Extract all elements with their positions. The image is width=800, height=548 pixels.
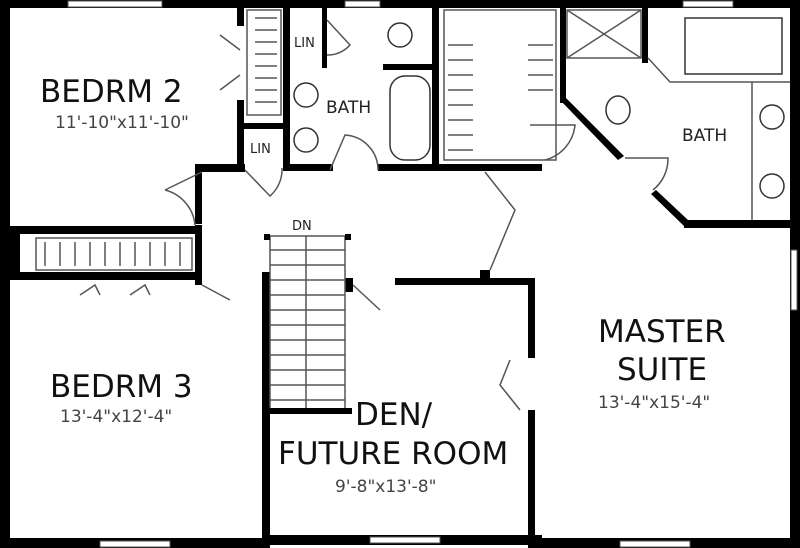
window — [99, 540, 171, 548]
sink — [293, 82, 319, 108]
den-label-line2: FUTURE ROOM — [278, 436, 508, 472]
sink — [759, 173, 785, 199]
shower — [566, 9, 642, 59]
doors — [79, 19, 669, 411]
bedroom3-dims: 13'-4"x12'-4" — [60, 407, 172, 427]
den-dims: 9'-8"x13'-8" — [335, 477, 436, 497]
sink — [759, 104, 785, 130]
master-label-line1: MASTER — [598, 314, 726, 350]
window — [790, 249, 798, 311]
bedroom2-dims: 11'-10"x11'-10" — [55, 113, 189, 133]
bath-fixtures — [293, 9, 790, 220]
den-label-line1: DEN/ — [355, 397, 433, 433]
bedroom2-label: BEDRM 2 — [40, 74, 183, 110]
master-label-line2: SUITE — [617, 352, 707, 388]
window — [344, 0, 381, 8]
staircase — [262, 234, 352, 414]
window — [67, 0, 163, 8]
bedroom3-label: BEDRM 3 — [50, 369, 193, 405]
master-bath-label: BATH — [682, 126, 727, 146]
closet-shelving — [35, 9, 557, 271]
bathtub — [684, 17, 783, 75]
bathtub — [389, 75, 431, 161]
sink — [293, 127, 319, 153]
toilet — [387, 22, 413, 48]
toilet — [605, 95, 631, 125]
window — [369, 536, 441, 544]
hall-bath-label: BATH — [326, 98, 371, 118]
window — [682, 0, 734, 8]
linen1-label: LIN — [294, 36, 315, 51]
interior-walls — [10, 8, 794, 548]
window — [619, 540, 691, 548]
master-dims: 13'-4"x15'-4" — [598, 393, 710, 413]
stairs-down-label: DN — [292, 219, 312, 234]
linen2-label: LIN — [250, 142, 271, 157]
